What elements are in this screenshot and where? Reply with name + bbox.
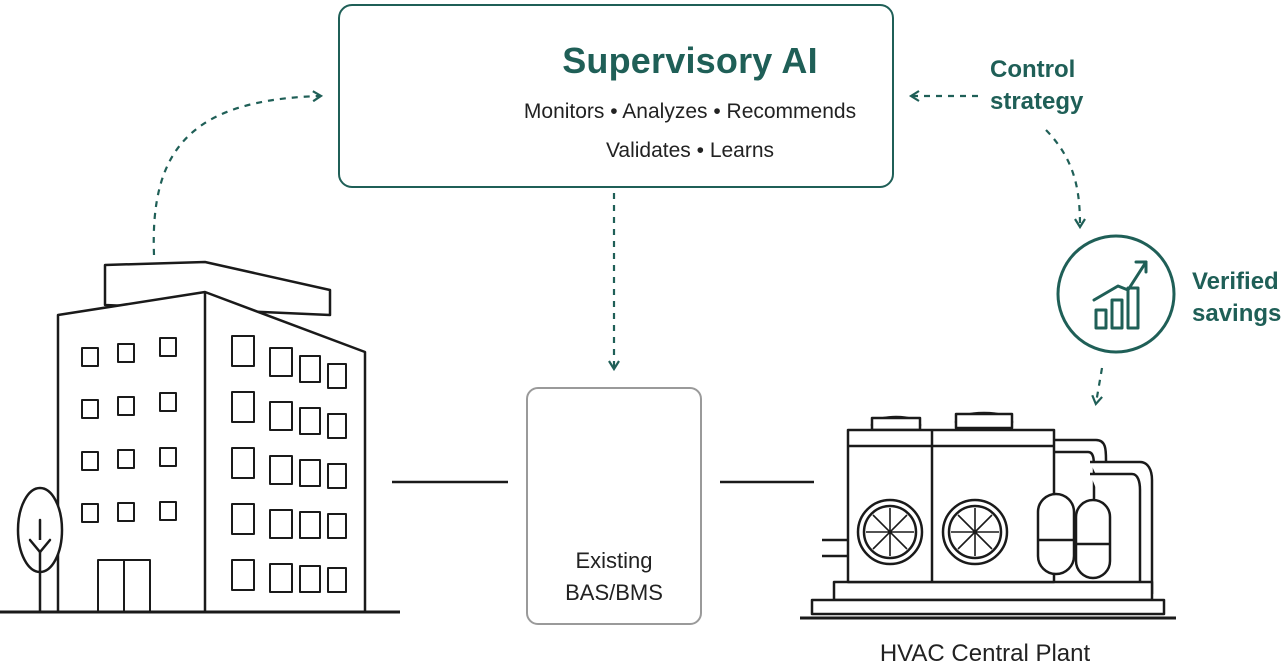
growth-chart-icon	[1056, 234, 1176, 354]
ai-capabilities-line2: Validates • Learns	[605, 139, 775, 162]
bas-bms-line2: BAS/BMS	[565, 580, 663, 605]
arrow-savings-to-plant	[1091, 367, 1104, 407]
supervisory-ai-title: Supervisory AI	[562, 40, 818, 81]
bas-bms-line1: Existing	[575, 548, 653, 573]
arrow-building-to-ai	[152, 90, 324, 256]
verified-savings-line2: savings	[1192, 300, 1282, 327]
control-strategy-line2: strategy	[990, 88, 1084, 115]
tree-icon	[16, 486, 64, 614]
hvac-plant-label: HVAC Central Plant	[879, 640, 1091, 667]
arrow-strategy-to-savings	[1045, 129, 1086, 230]
supervisory-ai-box: Supervisory AI Monitors • Analyzes • Rec…	[338, 4, 894, 188]
bas-bms-label: Existing BAS/BMS	[528, 545, 700, 609]
verified-savings-line1: Verified	[1192, 268, 1279, 295]
ai-capabilities-line1: Monitors • Analyzes • Recommends	[523, 100, 857, 123]
control-strategy-label: Control strategy	[990, 54, 1083, 118]
verified-savings-label: Verified savings	[1192, 266, 1281, 330]
office-building-icon	[56, 260, 367, 614]
hvac-chiller-icon	[800, 411, 1176, 620]
control-strategy-line1: Control	[990, 56, 1076, 83]
bas-bms-box: Existing BAS/BMS	[526, 387, 702, 625]
